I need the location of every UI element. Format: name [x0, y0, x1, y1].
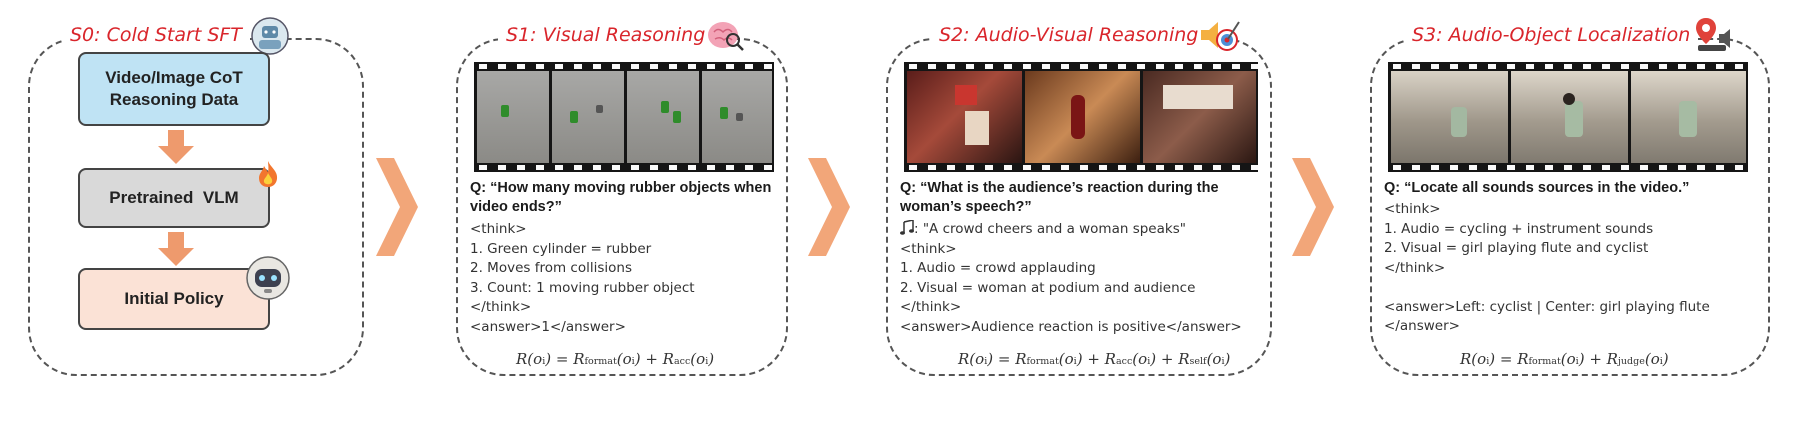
video-frame	[477, 71, 549, 163]
down-arrow-1	[158, 130, 194, 164]
reasoning-line: 1. Green cylinder = rubber	[470, 240, 652, 257]
reasoning-line: </think>	[470, 299, 532, 315]
stage-arrow-2	[808, 158, 850, 256]
stage-2-reasoning: : "A crowd cheers and a woman speaks" <t…	[900, 219, 1242, 337]
stage-1-question: Q: “How many moving rubber objects when …	[470, 180, 772, 215]
cot-data-box: Video/Image CoT Reasoning Data	[78, 52, 270, 126]
reasoning-line: </think>	[1384, 259, 1446, 276]
reasoning-line: <think>	[470, 221, 527, 237]
video-frame	[1511, 71, 1628, 163]
stage-3-reward-formula: R(oi) = Rformat(oi) + Rjudge(oi)	[1460, 350, 1669, 368]
pretrained-vlm-label: Pretrained VLM	[109, 188, 239, 207]
stage-arrow-1	[376, 158, 418, 256]
robot-icon	[244, 254, 292, 302]
video-frame	[552, 71, 624, 163]
speaker-target-icon	[1198, 16, 1242, 56]
reasoning-line: <answer>Left: cyclist | Center: girl pla…	[1384, 298, 1710, 315]
video-frame	[1391, 71, 1508, 163]
reasoning-line: <think>	[1384, 201, 1441, 217]
stage-3-question: Q: “Locate all sounds sources in the vid…	[1384, 180, 1690, 196]
fire-icon	[256, 160, 280, 188]
robot-icon	[250, 16, 290, 56]
video-frame	[907, 71, 1022, 163]
video-frame	[702, 71, 772, 163]
reasoning-line: 1. Audio = cycling + instrument sounds	[1384, 220, 1654, 237]
audio-caption: : "A crowd cheers and a woman speaks"	[914, 221, 1186, 237]
reasoning-line: 2. Moves from collisions	[470, 260, 632, 276]
reasoning-line: </answer>	[1384, 318, 1460, 334]
stage-2-reward-formula: R(oi) = Rformat(oi) + Racc(oi) + Rself(o…	[958, 350, 1231, 368]
reasoning-line: 2. Visual = woman at podium and audience	[900, 279, 1196, 296]
stage-1-title: S1: Visual Reasoning	[498, 22, 714, 48]
video-frame	[1025, 71, 1140, 163]
stage-3-filmstrip	[1388, 62, 1748, 172]
stage-1-filmstrip	[474, 62, 774, 172]
reasoning-line: 3. Count: 1 moving rubber object	[470, 279, 695, 296]
cot-data-label: Video/Image CoT Reasoning Data	[105, 68, 243, 109]
reasoning-line	[1384, 278, 1710, 298]
video-frame	[627, 71, 699, 163]
pretrained-vlm-box: Pretrained VLM	[78, 168, 270, 228]
initial-policy-label: Initial Policy	[124, 289, 224, 308]
stage-1-reward-formula: R(oi) = Rformat(oi) + Racc(oi)	[516, 350, 715, 368]
brain-search-icon	[706, 18, 746, 54]
stage-0-title: S0: Cold Start SFT	[62, 22, 250, 48]
video-frame	[1631, 71, 1746, 163]
reasoning-line: 2. Visual = girl playing flute and cycli…	[1384, 240, 1649, 256]
reasoning-line: 1. Audio = crowd applauding	[900, 260, 1096, 276]
music-note-icon	[900, 219, 914, 235]
initial-policy-box: Initial Policy	[78, 268, 270, 330]
audio-line: : "A crowd cheers and a woman speaks"	[900, 219, 1242, 240]
stage-1-reasoning: <think> 1. Green cylinder = rubber 2. Mo…	[470, 220, 695, 337]
stage-2-question: Q: “What is the audience’s reaction duri…	[900, 180, 1219, 215]
stage-2-title: S2: Audio-Visual Reasoning	[931, 22, 1207, 48]
stage-arrow-3	[1292, 158, 1334, 256]
stage-2-filmstrip	[904, 62, 1258, 172]
location-speaker-icon	[1694, 16, 1736, 54]
reasoning-line: <answer>1</answer>	[470, 318, 626, 335]
reasoning-line: <think>	[900, 240, 957, 257]
stage-3-reasoning: <think> 1. Audio = cycling + instrument …	[1384, 200, 1710, 337]
video-frame	[1143, 71, 1256, 163]
stage-3-title: S3: Audio-Object Localization	[1404, 22, 1699, 48]
down-arrow-2	[158, 232, 194, 266]
reasoning-line: <answer>Audience reaction is positive</a…	[900, 318, 1242, 335]
reasoning-line: </think>	[900, 299, 962, 315]
